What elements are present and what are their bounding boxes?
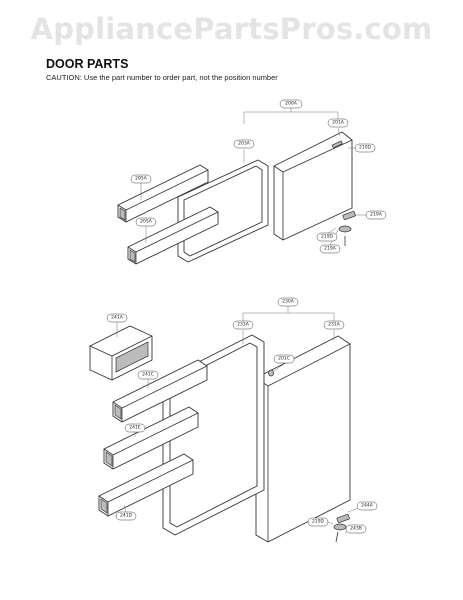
- svg-text:241E: 241E: [129, 425, 141, 431]
- label-lower-hinge: 244A: [356, 501, 378, 511]
- lower-basket-1: [112, 359, 208, 423]
- lower-assembly-bracket: [242, 312, 335, 325]
- lower-basket-2: [103, 406, 199, 470]
- label-upper-hinge: 219A: [365, 210, 387, 220]
- lower-door-group: 230A 233A 231A 201C 241A 241C 241E 241D: [89, 297, 378, 543]
- svg-text:205A: 205A: [140, 219, 153, 225]
- lower-hinge-parts: [327, 507, 359, 543]
- label-lower-assembly: 230A: [277, 297, 299, 307]
- label-upper-basket-bottom: 205A: [135, 217, 157, 227]
- svg-text:244A: 244A: [361, 503, 374, 509]
- svg-text:241C: 241C: [142, 372, 154, 378]
- upper-basket-bottom: [127, 206, 219, 265]
- label-upper-hinge-screw: 219A: [319, 244, 341, 254]
- label-lower-basket-2: 241E: [124, 423, 146, 433]
- label-upper-basket-top: 205A: [130, 174, 152, 184]
- svg-text:233A: 233A: [237, 322, 250, 328]
- svg-text:205A: 205A: [135, 176, 148, 182]
- svg-text:203A: 203A: [238, 141, 251, 147]
- label-lower-door-cap: 201C: [273, 354, 295, 364]
- label-lower-basket-3: 241D: [115, 511, 137, 521]
- lower-door-panel: [255, 335, 351, 543]
- label-upper-handle-mark: 210D: [354, 143, 376, 153]
- caution-text: CAUTION: Use the part number to order pa…: [46, 73, 278, 82]
- svg-text:201C: 201C: [278, 356, 290, 362]
- upper-hinge-parts: [326, 211, 366, 246]
- label-upper-hinge-cap: 219D: [316, 232, 338, 242]
- svg-text:210D: 210D: [359, 145, 372, 151]
- svg-text:219D: 219D: [312, 519, 325, 525]
- svg-text:231A: 231A: [328, 322, 341, 328]
- label-lower-basket-1: 241C: [137, 370, 159, 380]
- label-dairy-bin: 241A: [106, 313, 128, 323]
- svg-text:219A: 219A: [324, 246, 337, 252]
- svg-text:219D: 219D: [321, 234, 334, 240]
- svg-text:243B: 243B: [350, 526, 362, 532]
- label-lower-gasket: 233A: [232, 320, 254, 330]
- svg-text:241D: 241D: [120, 513, 133, 519]
- upper-gasket: [177, 159, 269, 263]
- upper-door-panel: [273, 131, 353, 241]
- label-upper-gasket: 203A: [233, 139, 255, 149]
- page-title: DOOR PARTS: [46, 57, 129, 71]
- label-upper-assembly: 200A: [279, 99, 303, 109]
- upper-door-group: 200A 203A 201A 210D 205A 205A 219A 219D: [117, 99, 387, 265]
- label-upper-door-panel: 201A: [327, 118, 349, 128]
- svg-text:200A: 200A: [285, 101, 298, 107]
- label-lower-hinge-screw: 243B: [345, 524, 367, 534]
- svg-text:219A: 219A: [370, 212, 383, 218]
- label-lower-door-panel: 231A: [323, 320, 345, 330]
- svg-text:241A: 241A: [111, 315, 124, 321]
- label-lower-hinge-cap: 219D: [307, 517, 329, 527]
- dairy-bin: [89, 325, 153, 381]
- upper-assembly-bracket: [243, 111, 339, 124]
- svg-text:230A: 230A: [282, 299, 295, 305]
- upper-basket-top: [117, 164, 209, 223]
- svg-text:201A: 201A: [332, 120, 345, 126]
- lower-basket-3: [98, 453, 194, 517]
- watermark-text: AppliancePartsPros.com: [30, 12, 433, 46]
